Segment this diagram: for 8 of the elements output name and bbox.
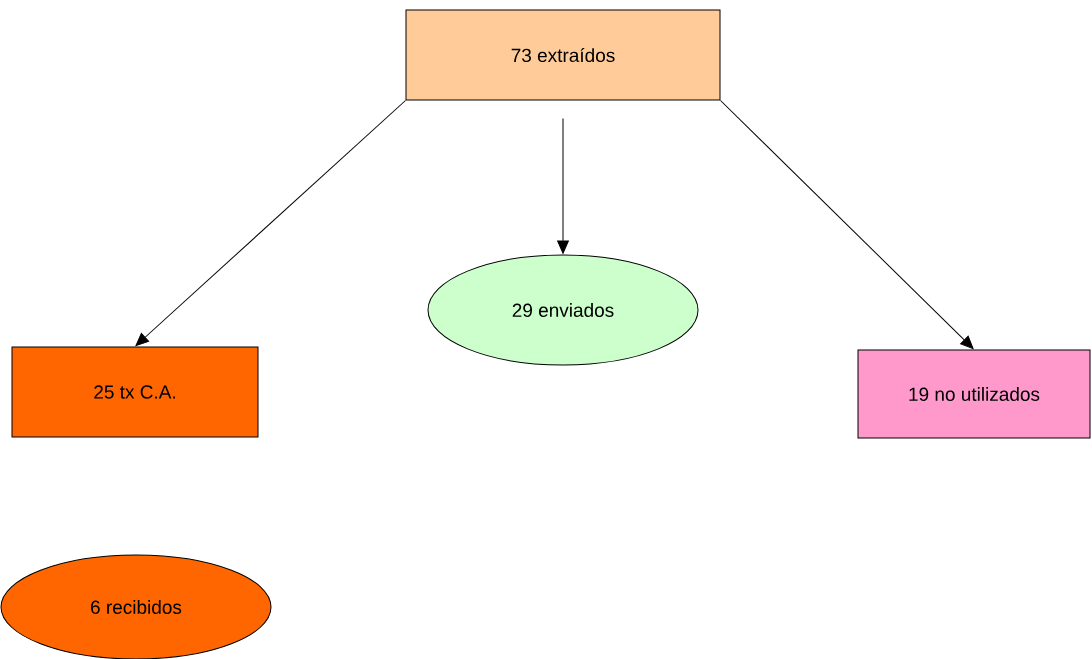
process-box: 25 tx C.A. <box>11 346 259 438</box>
ellipse-node: 6 recibidos <box>0 554 272 659</box>
process-box: 19 no utilizados <box>857 349 1091 439</box>
arrow <box>720 100 974 350</box>
arrow <box>557 118 569 254</box>
arrow <box>135 100 406 347</box>
ellipse-node: 29 enviados <box>427 254 699 366</box>
process-box: 73 extraídos <box>405 9 721 101</box>
